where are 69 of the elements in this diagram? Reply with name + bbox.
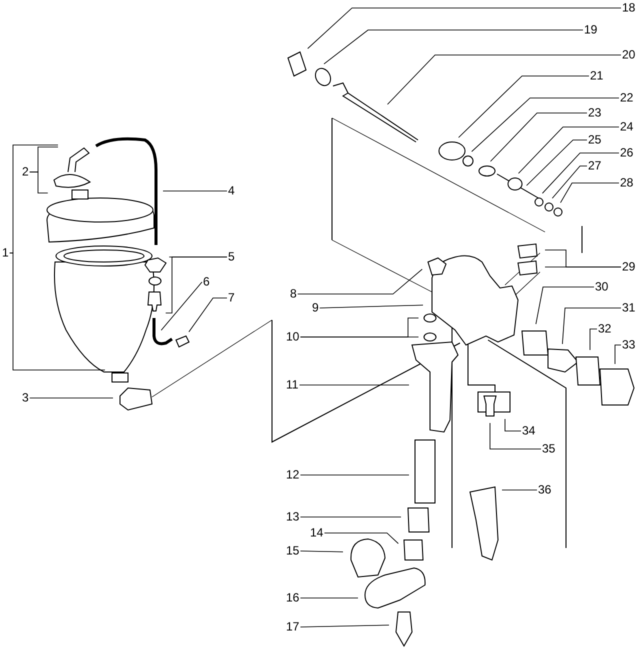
- callout-number: 31: [622, 302, 636, 314]
- callout-number: 2: [22, 166, 29, 178]
- leader-line: [518, 126, 620, 174]
- callout-number: 35: [542, 442, 556, 456]
- leader-line: [560, 182, 620, 204]
- callout-number: 15: [286, 544, 300, 558]
- callout-number: 32: [598, 322, 612, 336]
- callout-number: 30: [595, 280, 608, 294]
- callout-number: 9: [312, 302, 319, 314]
- callout-number: 10: [286, 330, 300, 344]
- leader-line: [542, 152, 620, 194]
- leader-line: [29, 172, 48, 194]
- callout-number: 20: [622, 48, 636, 62]
- callout-number: 22: [620, 92, 634, 104]
- callout-number: 12: [286, 468, 300, 482]
- leader-line: [490, 422, 542, 450]
- callout-number: 21: [590, 70, 604, 82]
- leader-line: [188, 298, 228, 332]
- leader-line: [387, 54, 622, 105]
- callout-number: 28: [620, 176, 634, 190]
- leader-line: [300, 474, 410, 476]
- leader-line: [471, 98, 620, 152]
- leader-line: [307, 8, 622, 49]
- leader-line: [300, 336, 419, 338]
- callout-number: 5: [228, 250, 235, 264]
- callout-number: 18: [622, 2, 636, 14]
- callout-number: 25: [588, 134, 602, 146]
- leader-line: [324, 532, 399, 544]
- callout-number: 36: [538, 484, 552, 496]
- leader-line: [552, 166, 588, 199]
- leader-line: [324, 30, 584, 64]
- leader-line: [590, 328, 598, 350]
- callout-number: 8: [290, 288, 297, 300]
- callout-number: 29: [622, 260, 636, 274]
- callout-number: 27: [588, 160, 602, 172]
- leader-line: [300, 550, 344, 552]
- callout-number: 7: [228, 292, 235, 304]
- leader-line: [490, 112, 588, 162]
- leader-line: [162, 190, 228, 192]
- leader-line: [614, 344, 622, 364]
- leader-line: [160, 282, 202, 331]
- callout-number: 13: [286, 510, 300, 524]
- leader-line: [526, 140, 588, 186]
- leader-line: [504, 418, 522, 432]
- callout-number: 1: [2, 246, 9, 260]
- leader-line: [297, 268, 423, 294]
- callout-number: 4: [228, 184, 235, 198]
- leader-line: [536, 286, 594, 324]
- callout-number: 17: [286, 620, 300, 634]
- callout-number: 14: [310, 526, 324, 540]
- leader-line: [300, 624, 390, 628]
- callout-number: 34: [522, 424, 536, 438]
- callout-number: 11: [286, 378, 298, 392]
- callout-number: 6: [203, 276, 210, 288]
- leader-line: [562, 308, 622, 344]
- leader-line: [300, 516, 402, 518]
- leader-line: [9, 252, 106, 370]
- callout-number: 33: [622, 338, 636, 352]
- callout-number: 24: [620, 120, 634, 134]
- callout-number: 3: [22, 392, 29, 404]
- callout-number: 19: [584, 24, 598, 36]
- callout-number: 26: [620, 146, 634, 160]
- leader-line: [544, 266, 622, 268]
- leader-line: [165, 256, 228, 314]
- leader-line: [319, 304, 424, 308]
- leader-line: [458, 76, 590, 138]
- leader-line: [299, 384, 410, 386]
- callout-number: 23: [588, 106, 602, 120]
- callout-number: 16: [286, 592, 300, 604]
